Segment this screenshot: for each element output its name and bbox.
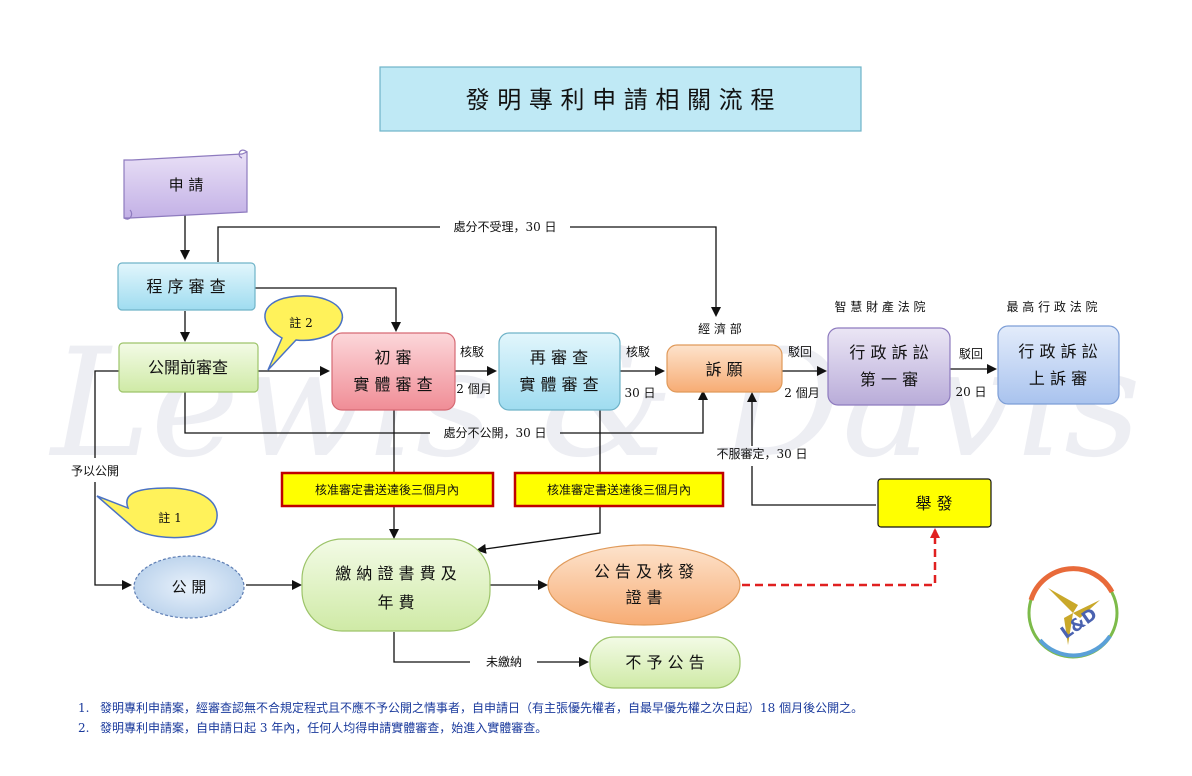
label-dismiss-a: 駁回 [788,345,812,359]
node-report: 舉 發 [877,478,992,528]
node-admin-first-line2: 第 一 審 [860,370,918,389]
node-announce-line2: 證 書 [625,588,662,607]
node-admin-appeal: 行 政 訴 訟 上 訴 審 [997,325,1120,405]
label-no-publish-30: 處分不公開，30 日 [443,426,546,440]
node-admin-appeal-line1: 行 政 訴 訟 [1018,342,1097,361]
approval-box-1: 核准審定書送達後三個月內 [280,471,495,508]
node-procedure-review: 程 序 審 查 [117,262,256,311]
node-admin-first-line1: 行 政 訴 訟 [849,343,928,362]
approval-box-2: 核准審定書送達後三個月內 [513,471,725,508]
title-box: 發 明 專 利 申 請 相 關 流 程 [379,66,862,132]
label-dismiss-b: 駁回 [959,347,983,361]
node-pre-pub-review-text: 公開前審查 [148,358,228,377]
node-apply-text: 申 請 [169,176,204,194]
node-announce-line1: 公 告 及 核 發 [594,562,694,581]
page-title: 發 明 專 利 申 請 相 關 流 程 [466,86,775,114]
node-procedure-review-text: 程 序 審 查 [146,277,225,296]
node-re-exam: 再 審 查 實 體 審 查 [498,332,621,411]
node-admin-appeal-line2: 上 訴 審 [1029,369,1087,388]
node-announce: 公 告 及 核 發 證 書 [547,544,741,626]
footnote-1-num: 1. [78,701,90,715]
node-admin-first: 行 政 訴 訟 第 一 審 [827,327,951,406]
node-petition: 訴 願 [666,344,783,393]
node-re-exam-line2: 實 體 審 查 [519,375,598,394]
node-re-exam-line1: 再 審 查 [530,348,588,367]
node-first-exam: 初 審 實 體 審 查 [331,332,456,411]
node-pre-pub-review: 公開前審查 [118,342,259,393]
approval-box-2-text: 核准審定書送達後三個月內 [547,482,691,497]
footnote-1-text: 發明專利申請案，經審查認無不合規定程式且不應不予公開之情事者，自申請日（有主張優… [100,701,864,715]
node-pay-fee-line1: 繳 納 證 書 費 及 [335,564,456,583]
node-report-text: 舉 發 [915,494,952,513]
label-reject-a: 核駁 [460,345,484,359]
node-petition-text: 訴 願 [705,360,742,379]
node-pay-fee-line2: 年 費 [377,593,414,612]
node-pay-fee: 繳 納 證 書 費 及 年 費 [301,538,491,632]
label-not-paid: 未繳納 [486,654,522,669]
approval-box-1-text: 核准審定書送達後三個月內 [315,482,459,497]
label-days-30b: 30 日 [624,386,655,400]
label-reject-b: 核駁 [626,345,650,359]
footnotes: 1. 發明專利申請案，經審查認無不合規定程式且不應不予公開之情事者，自申請日（有主… [78,698,1138,738]
label-ip-court: 智 慧 財 產 法 院 [834,299,925,314]
label-ministry: 經 濟 部 [698,321,742,336]
red-dashed-connector [742,528,940,587]
callout-note1: 註 1 [96,487,218,539]
node-apply: 申 請 [123,149,248,220]
node-publish-text: 公 開 [172,578,207,596]
node-no-announce-text: 不 予 公 告 [625,653,704,672]
label-months-2a: 2 個月 [456,382,491,396]
label-reject-30: 處分不受理，30 日 [453,220,556,234]
callout-note2: 註 2 [264,295,344,371]
callout-note1-text: 註 1 [158,511,181,525]
footnote-1: 1. 發明專利申請案，經審查認無不合規定程式且不應不予公開之情事者，自申請日（有主… [78,698,1138,718]
logo: L&D [1027,566,1119,659]
node-publish: 公 開 [133,555,245,619]
footnote-2-text: 發明專利申請案，自申請日起 3 年內，任何人均得申請實體審查，始進入實體審查。 [100,721,548,735]
label-give-publish: 予以公開 [71,464,119,478]
node-no-announce: 不 予 公 告 [589,636,741,689]
connectors [94,214,997,667]
node-first-exam-line2: 實 體 審 查 [353,375,432,394]
label-days-20: 20 日 [955,385,986,399]
label-supreme-admin: 最 高 行 政 法 院 [1006,299,1097,314]
node-first-exam-line1: 初 審 [374,348,411,367]
label-disagree-30: 不服審定，30 日 [716,446,807,461]
callout-note2-text: 註 2 [289,316,312,330]
footnote-2-num: 2. [78,721,90,735]
label-months-2b: 2 個月 [784,386,819,400]
footnote-2: 2. 發明專利申請案，自申請日起 3 年內，任何人均得申請實體審查，始進入實體審查… [78,718,1138,738]
